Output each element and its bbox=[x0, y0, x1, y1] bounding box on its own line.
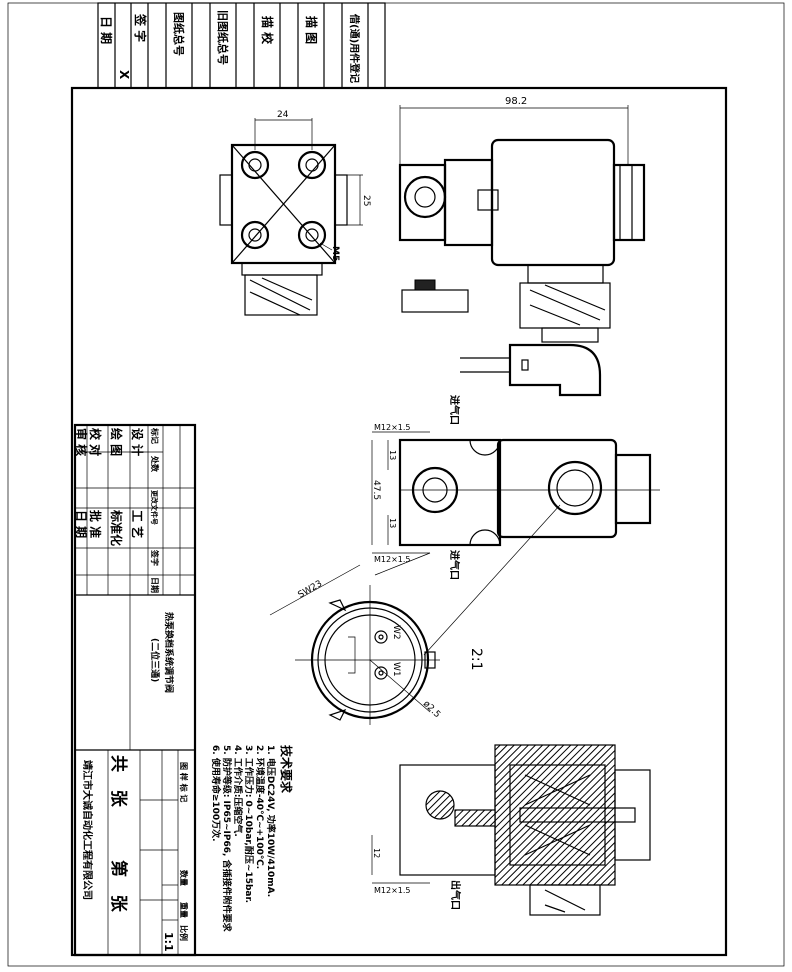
role-approve: 批 准 bbox=[88, 510, 103, 538]
dim-m12-mid: M12×1.5 bbox=[374, 555, 411, 564]
tech-requirements: 技术要求 1. 电压DC24V, 功率10W/410mA. 2. 环境温度-40… bbox=[210, 745, 294, 933]
dim-m5: M5 bbox=[330, 246, 340, 261]
pin-w1: W1 bbox=[391, 662, 401, 677]
section-view bbox=[371, 744, 651, 916]
revision-block: 借(通)用件登记 描 图 描 校 旧图纸总号 图纸总号 签 字 X 日 期 bbox=[97, 2, 386, 89]
role-date: 日 期 bbox=[74, 510, 89, 538]
label-inlet-bottom: 进气口 bbox=[448, 550, 461, 580]
rev-label-old-no: 旧图纸总号 bbox=[216, 10, 230, 65]
rev-header-doc: 更改文件号 bbox=[150, 490, 159, 525]
outer-frame bbox=[7, 2, 785, 967]
role-design: 设 计 bbox=[130, 428, 145, 456]
tech-req-title: 技术要求 bbox=[279, 745, 294, 794]
mark-header: 图 样 标 记 bbox=[179, 762, 189, 802]
role-process: 工 艺 bbox=[130, 510, 145, 538]
rev-label-shared: 借(通)用件登记 bbox=[348, 13, 361, 83]
scale-value: 1:1 bbox=[162, 932, 175, 952]
qty-header: 数量 bbox=[179, 870, 189, 886]
dim-13-bottom: 13 bbox=[388, 518, 397, 528]
weight-header: 重量 bbox=[179, 902, 189, 918]
rev-label-sign: 签 字 bbox=[133, 13, 148, 42]
port-face-view bbox=[219, 118, 363, 316]
side-elevation-view bbox=[398, 105, 646, 397]
dim-25: 25 bbox=[361, 195, 371, 206]
rev-label-date: 日 期 bbox=[99, 16, 114, 44]
drawing-name: 热泵换档系统调节阀 bbox=[163, 612, 175, 693]
dim-m12-bottom: M12×1.5 bbox=[374, 886, 411, 895]
label-outlet: 出气口 bbox=[449, 880, 462, 910]
role-review: 审 核 bbox=[74, 428, 89, 456]
connector-detail-view bbox=[269, 564, 440, 725]
sheet-number: 第 张 bbox=[108, 860, 129, 913]
sheets-total: 共 张 bbox=[108, 755, 128, 808]
dim-47-5: 47.5 bbox=[371, 480, 381, 500]
pin-w2: W2 bbox=[391, 625, 401, 640]
rev-label-no: 图纸总号 bbox=[172, 12, 186, 56]
rev-label-trace: 描 图 bbox=[304, 16, 319, 44]
rev-header-mark: 标记 bbox=[150, 427, 160, 444]
dim-sw23: SW23 bbox=[297, 579, 325, 601]
scale-header: 比例 bbox=[179, 925, 189, 941]
dim-13-top: 13 bbox=[388, 450, 397, 460]
role-standard: 标准化 bbox=[109, 509, 124, 546]
dim-12: 12 bbox=[372, 848, 381, 858]
rev-header-count: 处数 bbox=[150, 455, 160, 473]
dim-24: 24 bbox=[277, 110, 289, 120]
rev-header-date: 日期 bbox=[150, 577, 160, 593]
detail-scale: 2:1 bbox=[468, 648, 484, 671]
role-proofread: 校 对 bbox=[88, 428, 103, 456]
drawing-subtitle: (二位三通) bbox=[149, 638, 161, 682]
rev-label-x: X bbox=[117, 70, 131, 80]
tech-req-item: 6. 使用寿命≥100万次. bbox=[210, 745, 222, 842]
role-drawing: 绘 图 bbox=[109, 428, 124, 456]
tech-req-item: 3. 工作压力: 0~10bar,耐压~15bar. bbox=[243, 745, 255, 903]
top-elevation-view bbox=[371, 431, 660, 656]
company-name: 靖江市大诚自动化工程有限公司 bbox=[81, 760, 94, 900]
dim-phi2-5: ø2.5 bbox=[421, 699, 442, 720]
rev-label-check: 描 校 bbox=[260, 16, 275, 45]
tech-req-item: 5. 防护等级: IP65~IP66, 含插接件附件要求 bbox=[221, 745, 233, 933]
inner-frame bbox=[70, 86, 728, 957]
dim-98-2: 98.2 bbox=[505, 96, 527, 107]
dim-m12-top: M12×1.5 bbox=[374, 423, 411, 432]
label-inlet-top: 进气口 bbox=[448, 395, 461, 425]
tech-req-item: 1. 电压DC24V, 功率10W/410mA. bbox=[265, 745, 277, 897]
title-block: 标记 处数 更改文件号 签字 日期 设 计 绘 图 校 对 审 核 工 艺 标准… bbox=[73, 423, 197, 957]
tech-req-item: 4. 工作介质:压缩空气. bbox=[232, 745, 244, 837]
rev-header-sign: 签字 bbox=[150, 549, 160, 566]
tech-req-item: 2. 环境温度-40℃~+100℃. bbox=[254, 745, 266, 869]
